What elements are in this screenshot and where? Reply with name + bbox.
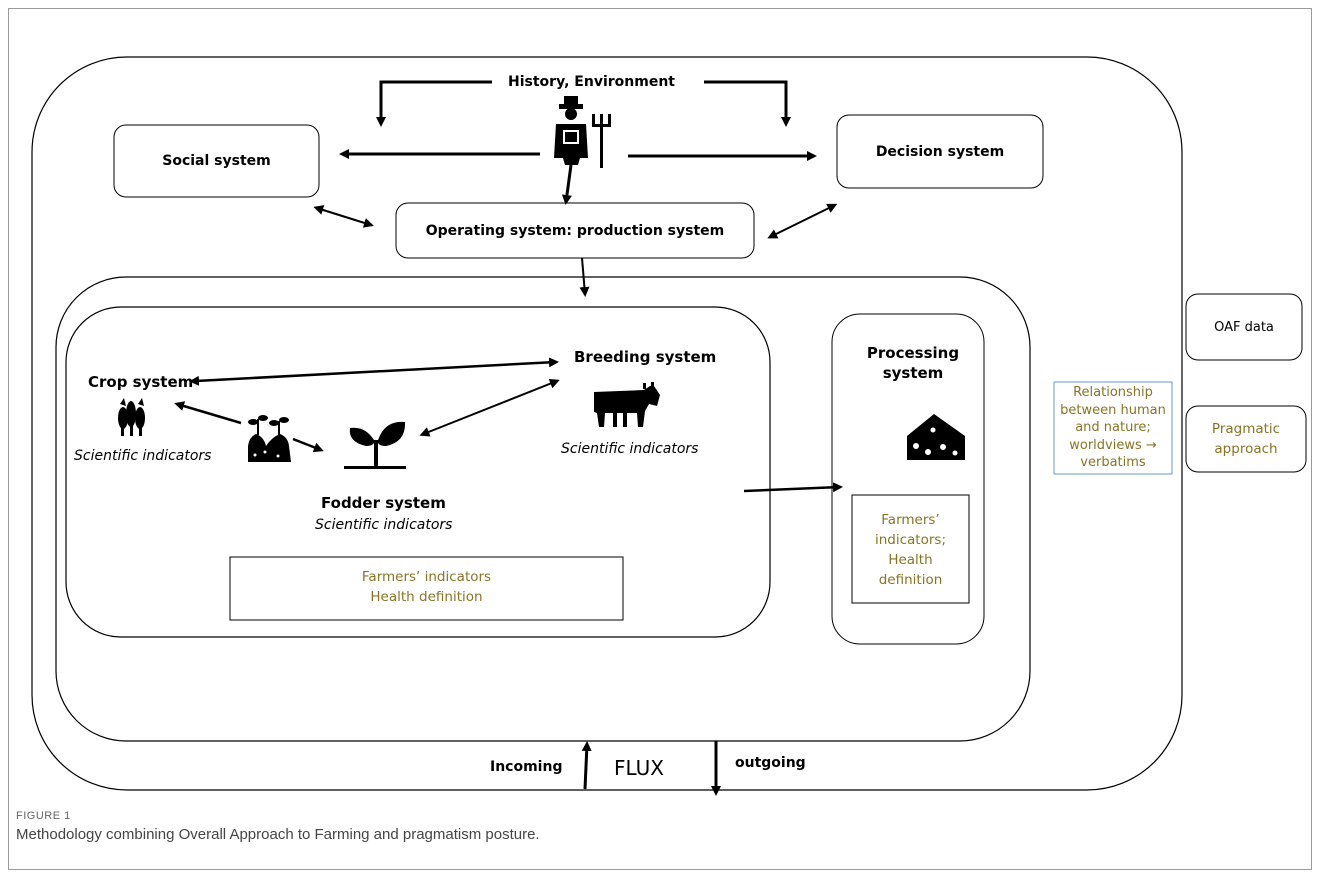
figure-frame [8,8,1312,870]
farm-systems-boundary [65,306,771,638]
farmers-indicators-box [229,556,624,621]
processing-system-label: Processing system [866,344,960,382]
outgoing-label: outgoing [735,755,806,771]
crop-scientific-indicators: Scientific indicators [74,448,212,464]
arrow-seedling-to-crop [174,401,242,425]
arrow-history-to-social [376,80,492,127]
cow-icon [594,382,660,427]
arrow-operating-to-production [579,257,590,297]
farmer-icon [554,96,611,168]
figure-caption: Methodology combining Overall Approach t… [16,826,540,843]
history-environment-label: History, Environment [508,74,675,90]
oaf-data-box [1185,293,1303,361]
social-system-box [113,124,320,198]
arrow-decision-operating [767,203,838,239]
flux-label: FLUX [614,756,664,780]
arrow-social-operating [313,205,374,228]
pragmatic-approach-box [1185,405,1307,473]
arrow-to-processing [743,482,843,493]
operating-system-label: Operating system: production system [425,222,725,239]
arrow-history-to-decision [704,80,791,127]
processing-indicators-label: Farmers’ indicators; Health definition [874,512,946,588]
fodder-scientific-indicators: Scientific indicators [315,517,453,533]
arrow-seedling-to-fodder [292,437,324,453]
decision-system-label: Decision system [875,143,1005,160]
seedling-tray-icon [248,415,291,462]
arrow-crop-breeding [189,357,559,386]
relationship-box [1053,381,1173,475]
social-system-label: Social system [162,153,271,169]
figure-label: FIGURE 1 [16,810,71,822]
processing-indicators-box [851,494,970,604]
production-system-boundary [55,276,1031,742]
fodder-system-label: Fodder system [321,494,446,512]
breeding-system-label: Breeding system [574,348,717,366]
breeding-scientific-indicators: Scientific indicators [561,441,699,457]
pragmatic-approach-label: Pragmatic approach [1211,421,1281,457]
incoming-label: Incoming [490,759,563,775]
cheese-icon [907,414,965,460]
plant-icon [344,421,406,469]
oaf-data-label: OAF data [1214,319,1274,335]
outer-system-boundary [31,56,1183,791]
relationship-label: Relationship between human and nature; w… [1060,385,1166,471]
decision-system-box [836,114,1044,189]
farmers-indicators-line2: Health definition [370,589,483,605]
operating-system-box [395,202,755,259]
farmers-indicators-line1: Farmers’ indicators [361,569,492,585]
crop-system-label: Crop system [88,373,194,391]
arrow-fodder-breeding [419,378,560,437]
processing-system-box [831,313,985,645]
wheat-icon [118,398,145,436]
arrow-farmer-to-operating [561,164,573,205]
arrow-incoming-flux [581,741,592,790]
